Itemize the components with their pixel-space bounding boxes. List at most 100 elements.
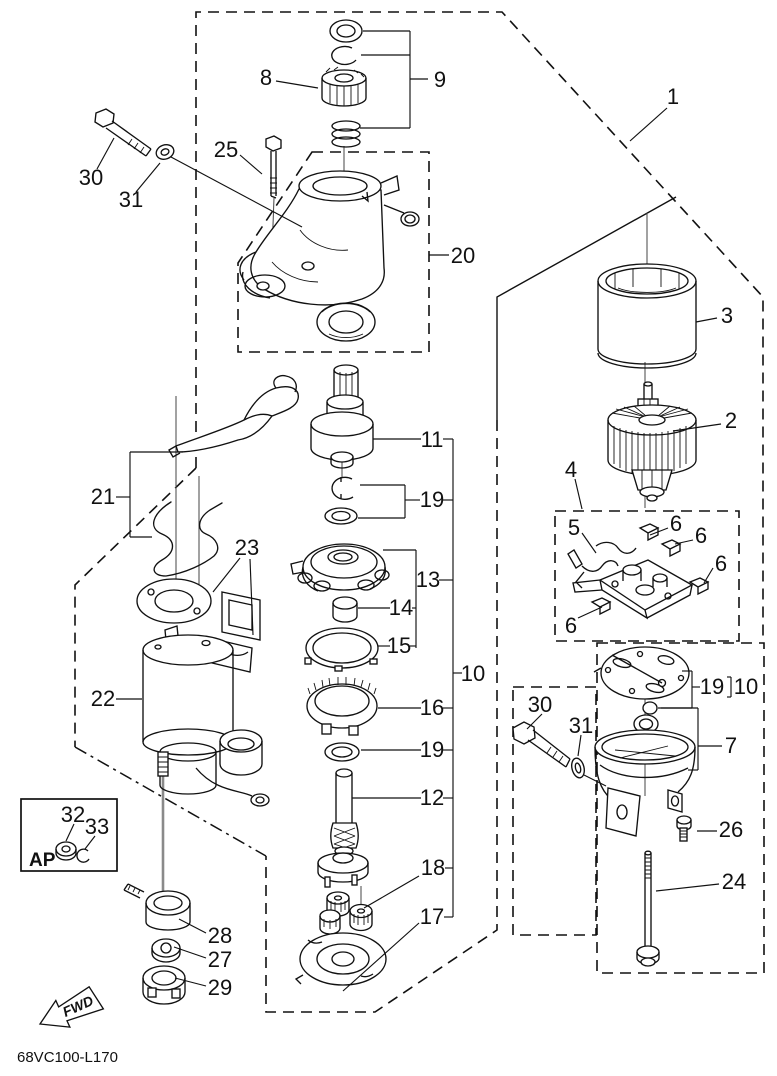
callout-24: 24 (722, 869, 746, 894)
callout-19-lower: 19 (420, 737, 444, 762)
group-boundaries (20, 11, 765, 1013)
part-terminal-28 (123, 883, 191, 931)
part-brush-holder-4 (572, 559, 694, 620)
center-group-boundary (265, 420, 498, 1013)
part-pinion-clip (331, 45, 357, 66)
part-bushing-14 (332, 596, 358, 623)
part-fork-spring-21 (153, 501, 223, 577)
callout-21: 21 (91, 484, 115, 509)
part-ring-gear-16 (306, 677, 378, 736)
callout-26: 26 (719, 817, 743, 842)
callout-31-bottom: 31 (569, 713, 593, 738)
callout-17: 17 (420, 904, 444, 929)
callout-19-bottom-right: 19 (700, 674, 724, 699)
callout-27-leader (173, 946, 207, 959)
callout-19-upper: 19 (420, 487, 444, 512)
part-pinion-spring (331, 120, 361, 148)
callout-30-top: 30 (79, 165, 103, 190)
callout-1-leader (629, 107, 668, 142)
callout-8: 8 (260, 65, 272, 90)
part-brush-lead-5 (567, 541, 637, 589)
callout-7: 7 (725, 733, 737, 758)
callout-10-bottom-right: 10 (734, 674, 758, 699)
callout-15: 15 (387, 633, 411, 658)
part-washer-19-upper (324, 507, 358, 525)
callout-2: 2 (725, 408, 737, 433)
callout-29: 29 (208, 975, 232, 1000)
part-through-bolt-24 (636, 850, 660, 967)
callout-33-leader (84, 835, 96, 850)
part-bead-19 (642, 701, 658, 715)
part-oil-seal (633, 714, 659, 734)
part-nut-27 (151, 938, 181, 963)
fwd-arrow: FWD (38, 985, 105, 1028)
callout-32-leader (65, 823, 75, 842)
callout-6-right-leader (674, 539, 694, 545)
part-center-bracket-13 (290, 543, 390, 592)
ap-inset-box (20, 798, 118, 872)
callout-4: 4 (565, 457, 577, 482)
part-washer-31-top (155, 144, 175, 160)
callout-5: 5 (568, 515, 580, 540)
part-stator-plate-17 (294, 932, 387, 986)
callout-6-top-leader (649, 527, 669, 536)
callout-9: 9 (434, 67, 446, 92)
callout-6-right: 6 (695, 523, 707, 548)
callout-18: 18 (421, 855, 445, 880)
callout-30-bottom-leader (526, 713, 543, 730)
callout-22: 22 (91, 686, 115, 711)
callout-6-far-right-leader (703, 567, 714, 584)
callout-31-top: 31 (119, 187, 143, 212)
outer-boundary-left (74, 467, 197, 747)
part-bolt-25 (265, 135, 282, 199)
callout-23-leader (212, 557, 241, 593)
callout-6-top: 6 (670, 511, 682, 536)
part-commutator-plate-19-10 (593, 646, 690, 700)
callout-17-leader (342, 922, 420, 992)
callout-10: 10 (461, 661, 485, 686)
part-washer-33 (76, 848, 90, 863)
part-bolt-26 (676, 815, 692, 842)
part-nut-32 (55, 841, 77, 861)
part-motor-yoke-3 (597, 263, 697, 369)
end-cover-group-box (596, 642, 765, 974)
callout-13: 13 (416, 567, 440, 592)
outer-boundary-top (195, 11, 764, 641)
callout-6-bottom: 6 (565, 613, 577, 638)
callout-31-bottom-leader (577, 734, 582, 757)
part-washer-19-lower (324, 742, 360, 762)
callout-18-leader (363, 875, 420, 909)
callout-24-leader (655, 883, 720, 892)
part-pinion-stopper (329, 19, 363, 43)
callout-6-bottom-leader (577, 606, 603, 619)
ap-inset-label: AP (29, 850, 56, 871)
part-magnet-base-plate (136, 578, 212, 624)
part-end-cover-7 (594, 729, 696, 837)
callout-4-leader (574, 478, 583, 510)
callout-33: 33 (85, 814, 109, 839)
part-pinion-gear-8 (321, 66, 367, 107)
center-group-solid-edge (496, 196, 677, 420)
callout-31-bottom-leader (583, 774, 607, 787)
part-bracket-seal (316, 302, 376, 342)
callout-5-leader (581, 532, 597, 554)
part-e-clip-19 (331, 476, 354, 500)
part-planet-gears-18 (319, 891, 373, 935)
brush-group-box-4 (554, 510, 740, 642)
callout-6-far-right: 6 (715, 551, 727, 576)
part-starter-bracket-20 (239, 170, 420, 306)
callout-25: 25 (214, 137, 238, 162)
bolt-group-box-30-31 (512, 686, 597, 936)
part-solenoid-22 (142, 625, 270, 807)
callout-30-bottom: 30 (528, 692, 552, 717)
callout-3: 3 (721, 303, 733, 328)
part-bolt-30-top (94, 108, 152, 157)
part-brushes-6 (590, 523, 710, 616)
callout-32: 32 (61, 802, 85, 827)
callout-12: 12 (420, 785, 444, 810)
part-rubber-cap (219, 729, 263, 776)
callout-28: 28 (208, 923, 232, 948)
